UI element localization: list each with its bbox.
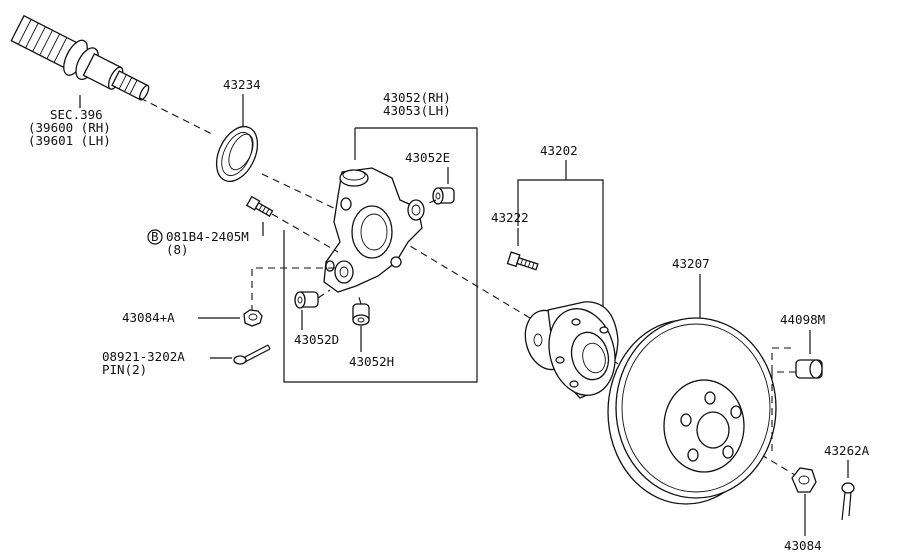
part-43222-label: 43222 [491, 210, 529, 225]
hub-group-bracket [517, 179, 604, 313]
cotter-pin-08921-3202A [233, 344, 271, 365]
sec396-rh-label: (39600 (RH) [28, 120, 111, 135]
knuckle-group-bracket [283, 127, 478, 383]
part-43202-label: 43202 [540, 143, 578, 158]
bolt-b-circle [147, 229, 163, 245]
part-43084-label: 43084 [784, 538, 822, 553]
bolt-081B4-2405M [245, 195, 339, 253]
part-43207-label: 43207 [672, 256, 710, 271]
cotter-pin-43262A [841, 482, 855, 521]
part-43262A-label: 43262A [824, 443, 870, 458]
part-43234-label: 43234 [223, 77, 261, 92]
nut-43084 [791, 467, 817, 493]
bushing-43052H [352, 293, 370, 326]
part-43052H-label: 43052H [349, 354, 394, 369]
part-43052D-label: 43052D [294, 332, 339, 347]
knuckle-rh-label: 43052(RH) [383, 90, 451, 105]
hub-bolt-43222 [506, 251, 539, 271]
axis-line-knuckle [389, 233, 531, 319]
pin-code-label: 08921-3202A [102, 349, 185, 364]
bolt-qty-label: (8) [166, 242, 189, 257]
bushing-43052E [425, 187, 455, 205]
drive-shaft [10, 14, 150, 108]
part-43084A-label: 43084+A [122, 310, 175, 325]
part-43052E-label: 43052E [405, 150, 450, 165]
bolt-b-symbol: B [151, 229, 159, 244]
axis-line-seal [261, 173, 339, 211]
steering-knuckle [323, 167, 425, 293]
hub-bearing-43202 [524, 301, 619, 399]
sec396-lh-label: (39601 (LH) [28, 133, 111, 148]
nut-43084A-dash [251, 267, 338, 312]
seal-43234 [215, 125, 259, 183]
axis-line-shaft [139, 97, 213, 135]
plug-dash [771, 347, 796, 373]
nut-43084A [243, 309, 263, 327]
brake-rotor-43207 [607, 317, 777, 505]
bolt-code-label: 081B4-2405M [166, 229, 249, 244]
plug-44098M [795, 359, 823, 379]
pin-qty-label: PIN(2) [102, 362, 147, 377]
part-44098M-label: 44098M [780, 312, 825, 327]
bushing-43052D [294, 289, 331, 309]
knuckle-lh-label: 43053(LH) [383, 103, 451, 118]
sec396-label: SEC.396 [50, 107, 103, 122]
